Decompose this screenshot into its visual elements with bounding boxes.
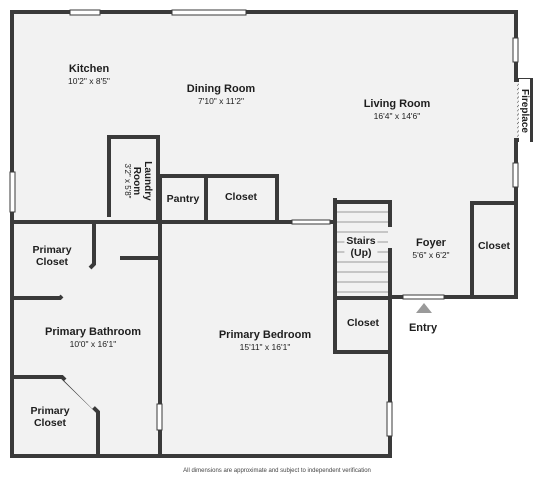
kitchen-name: Kitchen xyxy=(68,63,110,75)
closet-upper-label: Closet xyxy=(225,191,257,203)
primary-closet-top-label: Primary Closet xyxy=(32,244,71,268)
primary-bedroom-label: Primary Bedroom 15'11" x 16'1" xyxy=(219,329,311,352)
primary-bedroom-dims: 15'11" x 16'1" xyxy=(239,341,291,352)
primary-closet-bottom-line1: Primary xyxy=(30,405,70,417)
closet-foyer-label: Closet xyxy=(478,240,510,252)
stairs-line1: Stairs xyxy=(346,235,376,247)
fireplace-name: Fireplace xyxy=(519,79,530,143)
living-room-name: Living Room xyxy=(363,98,431,110)
closet-foyer-name: Closet xyxy=(477,240,511,252)
laundry-name-line1: Laundry xyxy=(142,161,153,201)
dining-room-label: Dining Room 7'10" x 11'2" xyxy=(187,83,255,106)
pantry-name: Pantry xyxy=(166,193,200,205)
entry-label: Entry xyxy=(409,322,437,335)
windows xyxy=(9,9,519,437)
laundry-room-label: Laundry Room 3'2" x 5'8" xyxy=(113,151,153,211)
entry-name: Entry xyxy=(408,322,438,334)
kitchen-label: Kitchen 10'2" x 8'5" xyxy=(68,63,110,86)
pantry-label: Pantry xyxy=(167,193,200,205)
dining-room-dims: 7'10" x 11'2" xyxy=(198,95,244,106)
primary-closet-top-line1: Primary xyxy=(32,244,72,256)
closet-middle-name: Closet xyxy=(346,317,380,329)
dining-room-name: Dining Room xyxy=(186,83,256,95)
closet-upper-name: Closet xyxy=(224,191,258,203)
laundry-dims: 3'2" x 5'8" xyxy=(123,163,132,199)
disclaimer-footer: All dimensions are approximate and subje… xyxy=(183,468,371,474)
stairs-line2: (Up) xyxy=(350,247,372,260)
kitchen-dims: 10'2" x 8'5" xyxy=(68,75,110,86)
closet-middle-label: Closet xyxy=(347,317,379,329)
primary-bathroom-dims: 10'0" x 16'1" xyxy=(69,338,117,349)
entry-arrow-icon xyxy=(416,303,432,313)
foyer-label: Foyer 5'6" x 6'2" xyxy=(412,237,449,260)
primary-closet-bottom-label: Primary Closet xyxy=(30,405,69,429)
laundry-name-line2: Room xyxy=(131,166,142,196)
foyer-name: Foyer xyxy=(416,237,446,249)
living-room-dims: 16'4" x 14'6" xyxy=(373,110,421,121)
door-gaps xyxy=(60,266,96,409)
foyer-dims: 5'6" x 6'2" xyxy=(412,249,450,260)
stairs-label: Stairs (Up) xyxy=(344,235,378,260)
primary-bathroom-label: Primary Bathroom 10'0" x 16'1" xyxy=(45,326,141,349)
stair-treads xyxy=(337,211,388,293)
primary-bathroom-name: Primary Bathroom xyxy=(45,326,141,338)
living-room-label: Living Room 16'4" x 14'6" xyxy=(364,98,431,121)
fireplace-label: Fireplace xyxy=(518,79,530,143)
primary-closet-top-line2: Closet xyxy=(35,256,69,269)
primary-bedroom-name: Primary Bedroom xyxy=(218,329,312,341)
primary-closet-bottom-line2: Closet xyxy=(33,417,67,430)
